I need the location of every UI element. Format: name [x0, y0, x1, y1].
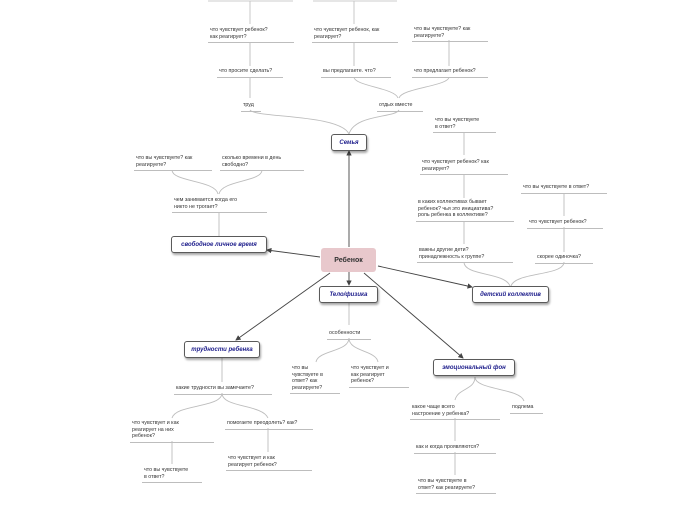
leaf-family-you-offer[interactable]: вы предлагаете. что? — [321, 68, 391, 78]
leaf-family-child-offers[interactable]: что предлагает ребенок? — [412, 68, 488, 78]
leaf-coll-child-feels[interactable]: что чувствует ребенок? как реагирует? — [420, 159, 508, 176]
leaf-coll-child-feels-2[interactable]: что чувствует ребенок? — [527, 219, 603, 229]
leaf-family-you-feel[interactable]: что вы чувствуете? как реагируете? — [412, 26, 488, 43]
leaf-free-how-much-time[interactable]: сколько времени в день свободно? — [220, 155, 304, 172]
leaf-coll-loner[interactable]: скорее одиночка? — [535, 254, 593, 264]
leaf-emo-podlema[interactable]: подлема — [510, 404, 543, 414]
leaf-coll-which-groups[interactable]: в каких коллективах бывает ребенок? чья … — [416, 199, 514, 222]
leaf-coll-other-kids[interactable]: важны другие дети? принадлежность к груп… — [417, 247, 513, 264]
leaf-body-features[interactable]: особенности — [327, 330, 371, 340]
leaf-diff-help[interactable]: помогаете преодолеть? как? — [225, 420, 313, 430]
leaf-family-work[interactable]: труд — [241, 102, 261, 112]
topic-body[interactable]: Тело/физика — [319, 286, 378, 303]
leaf-emo-you-feel[interactable]: что вы чувствуете в ответ? как реагирует… — [416, 478, 496, 495]
leaf-diff-child-feels[interactable]: что чувствует и как реагирует ребенок? — [226, 455, 312, 472]
leaf-emo-when[interactable]: как и когда проявляются? — [414, 444, 496, 454]
leaf-body-you-feel[interactable]: что вы чувствуете в ответ? как реагирует… — [290, 365, 340, 395]
central-topic[interactable]: Ребенок — [321, 248, 376, 272]
leaf-free-you-feel[interactable]: что вы чувствуете? как реагируете? — [134, 155, 212, 172]
leaf-family-child-feels[interactable]: что чувствует ребенок? как реагирует? — [208, 27, 294, 44]
leaf-coll-you-feel-2[interactable]: что вы чувствуете в ответ? — [521, 184, 607, 194]
leaf-body-child-feels[interactable]: что чувствует и как реагирует ребенок? — [349, 365, 409, 388]
topic-free-time[interactable]: свободное личное время — [171, 236, 267, 253]
leaf-diff-child-reacts[interactable]: что чувствует и как реагирует на них реб… — [130, 420, 214, 443]
leaf-coll-you-feel[interactable]: что вы чувствуете в ответ? — [433, 117, 496, 134]
leaf-family-child-feels-reacts[interactable]: что чувствует ребенок, как реагирует? — [312, 27, 398, 44]
topic-collective[interactable]: детский коллектив — [472, 286, 549, 303]
leaf-diff-you-feel[interactable]: что вы чувствуете в ответ? — [142, 467, 202, 484]
leaf-family-rest-together[interactable]: отдых вместе — [377, 102, 423, 112]
leaf-free-what-does[interactable]: чем занимается когда его никто не трогае… — [172, 197, 267, 214]
topic-family[interactable]: Семья — [331, 134, 367, 151]
topic-difficulties[interactable]: трудности ребенка — [184, 341, 260, 358]
topic-emotional[interactable]: эмоциональный фон — [433, 359, 515, 376]
leaf-diff-noticed[interactable]: какие трудности вы замечаете? — [174, 385, 272, 395]
leaf-family-ask-to-do[interactable]: что просите сделать? — [217, 68, 283, 78]
leaf-emo-mood[interactable]: какое чаще всего настроение у ребенка? — [410, 404, 500, 421]
